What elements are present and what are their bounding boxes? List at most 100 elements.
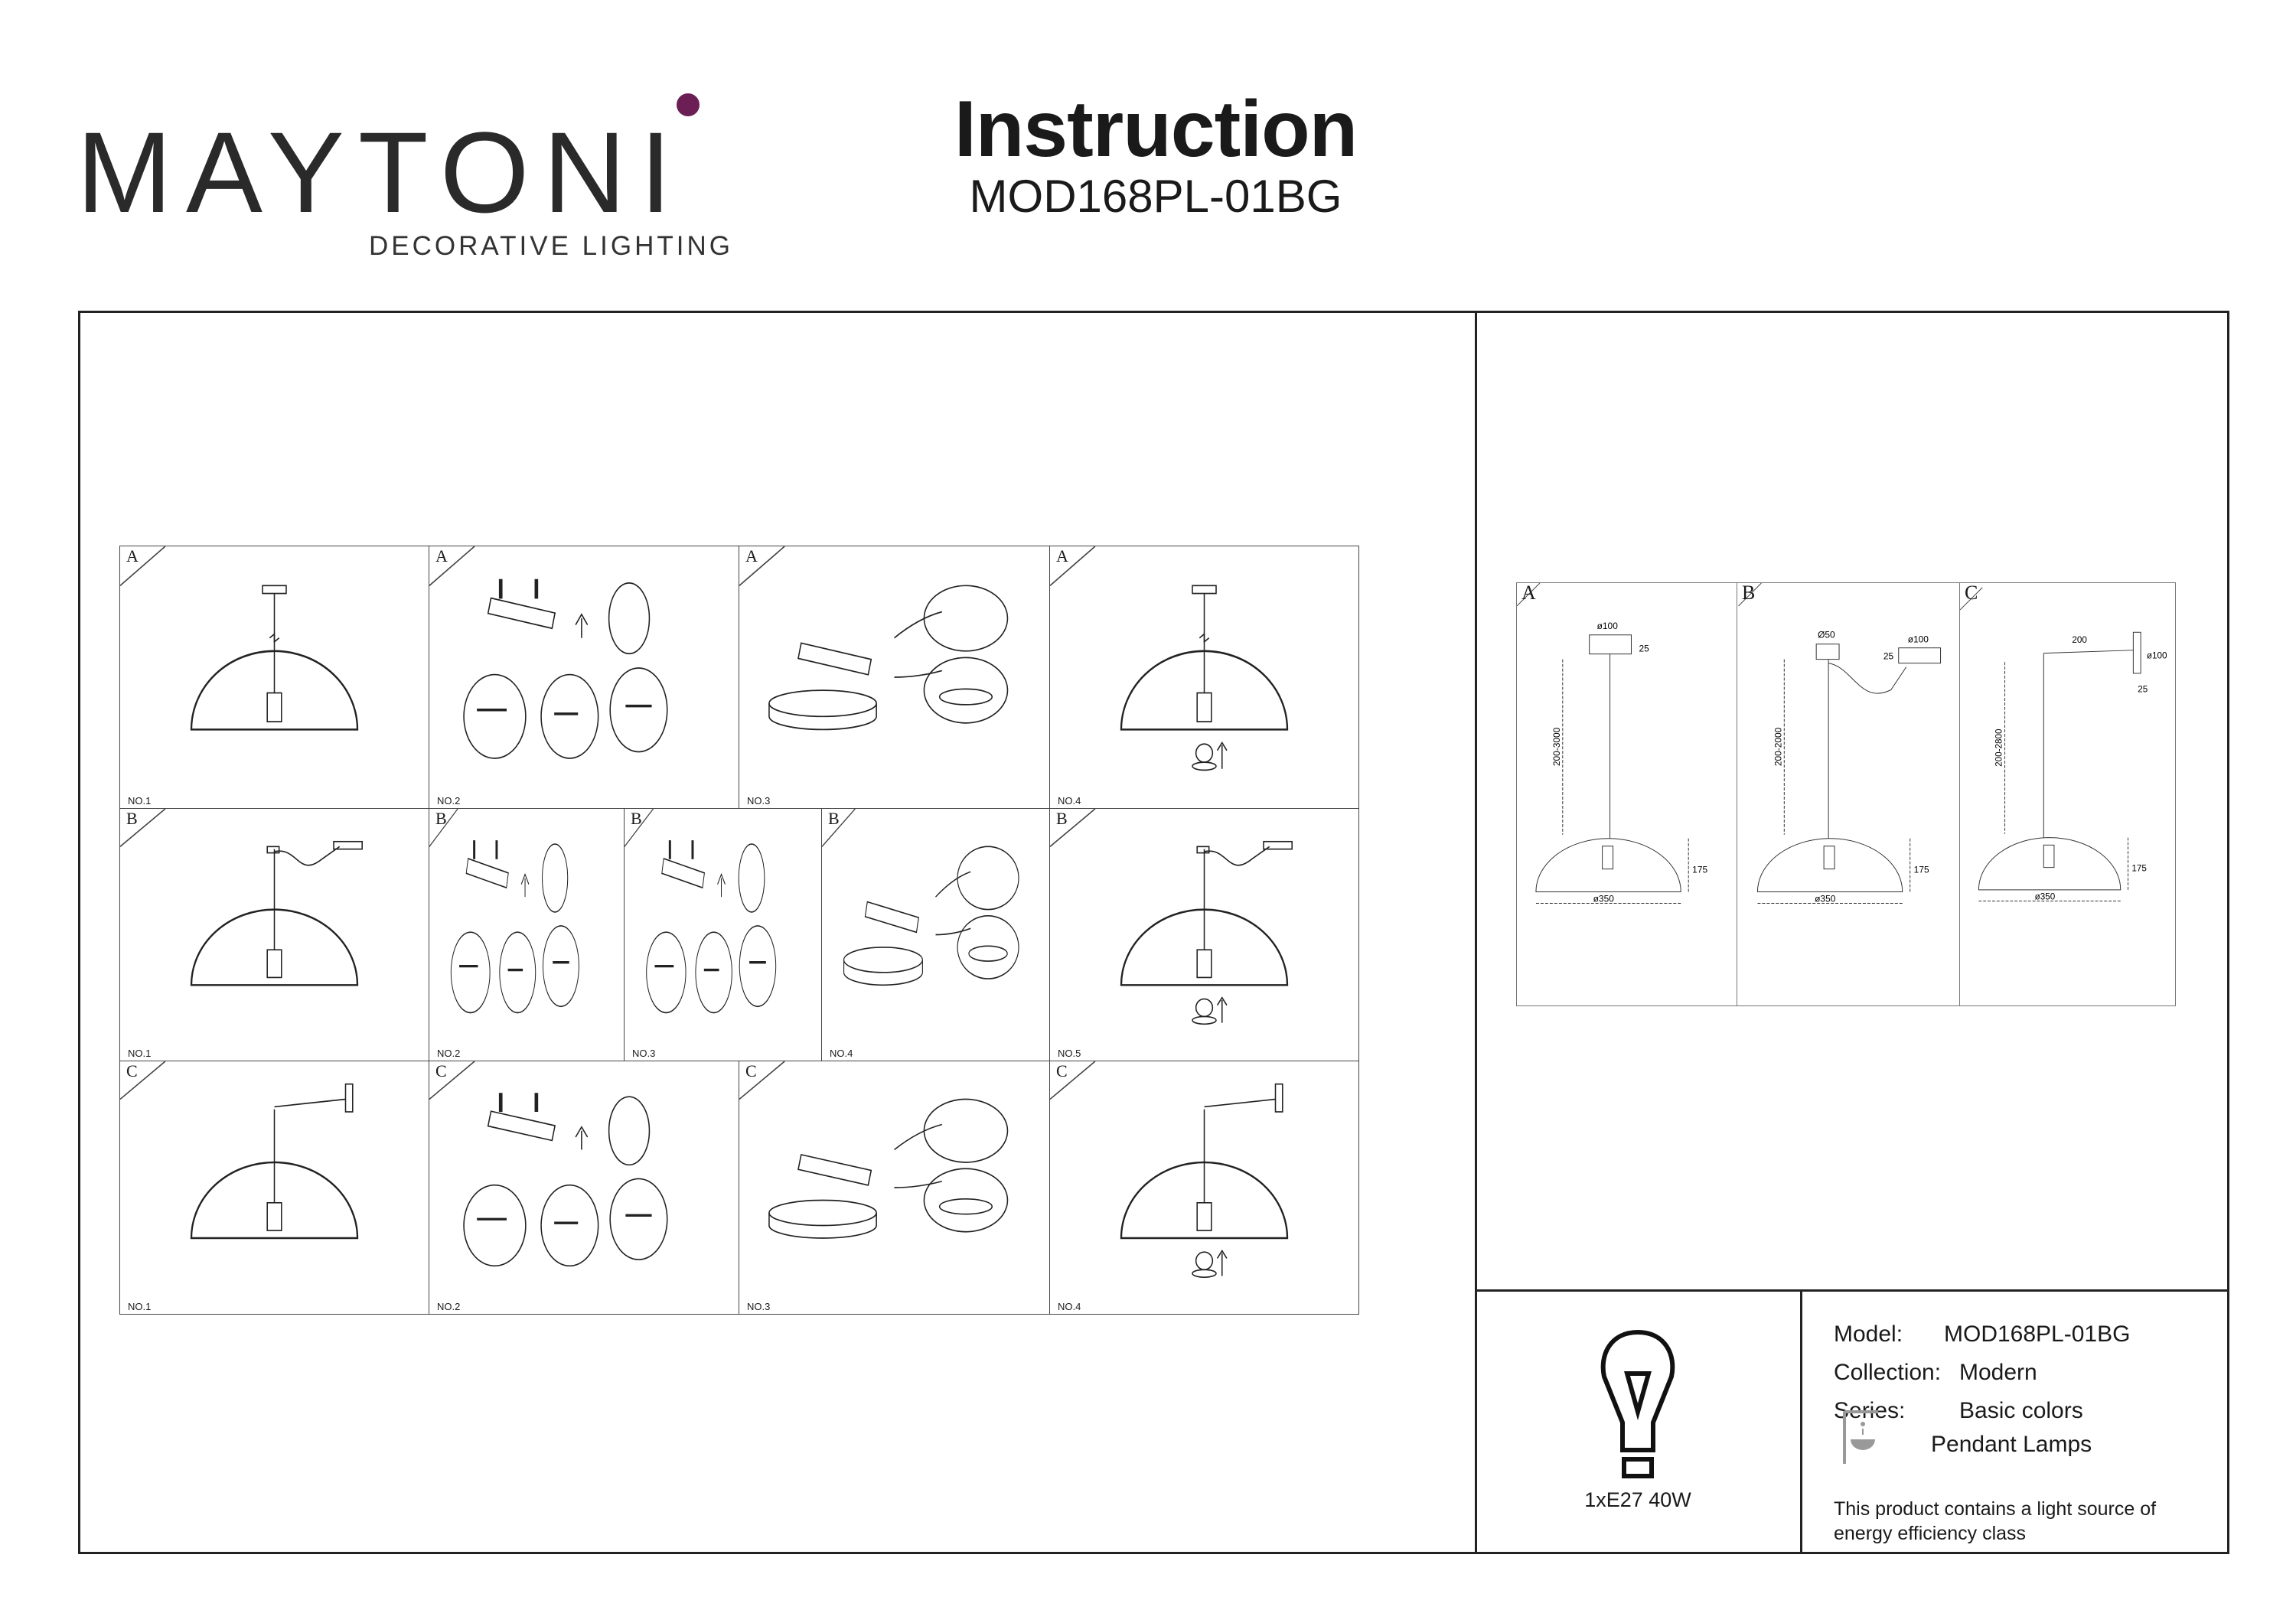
step-number: NO.4 <box>1058 1301 1081 1312</box>
detail-circle <box>540 673 599 759</box>
step-c-2: C NO.2 <box>429 1061 739 1315</box>
step-a-4: A NO.4 <box>1049 546 1359 809</box>
step-number: NO.1 <box>128 1048 152 1059</box>
variant-letter: B <box>1742 582 1756 604</box>
bulb-spec: 1xE27 40W <box>1584 1488 1691 1511</box>
detail-circle <box>957 846 1019 911</box>
step-c-1: C NO.1 <box>119 1061 429 1315</box>
detail-circle <box>499 931 536 1014</box>
step-number: NO.1 <box>128 795 152 807</box>
detail-circle <box>957 915 1019 979</box>
step-illustration <box>739 546 1009 731</box>
variant-letter: B <box>1056 809 1068 828</box>
step-number: NO.2 <box>437 795 461 807</box>
shade <box>1120 908 1289 986</box>
step-illustration <box>120 1061 359 1240</box>
collection-value: Modern <box>1959 1360 2037 1385</box>
step-c-3: C NO.3 <box>739 1061 1050 1315</box>
detail-circle <box>450 931 491 1014</box>
model-value: MOD168PL-01BG <box>1944 1322 2131 1347</box>
detail-circle <box>608 1096 651 1166</box>
step-illustration <box>429 809 579 1014</box>
step-number: NO.3 <box>747 1301 771 1312</box>
shade-diameter: ø350 <box>1593 893 1615 904</box>
logo-dot <box>677 93 700 116</box>
shade <box>1120 1161 1289 1240</box>
shade <box>190 1161 359 1240</box>
main-frame <box>78 311 2229 1554</box>
bracket <box>661 840 726 898</box>
energy-note-line1: This product contains a light source of <box>1834 1498 2157 1520</box>
step-a-2: A NO.2 <box>429 546 739 809</box>
canopy-base <box>768 1199 877 1227</box>
page-title: Instruction <box>954 85 1358 174</box>
series-value: Basic colors <box>1959 1398 2083 1423</box>
step-number: NO.5 <box>1058 1048 1081 1059</box>
step-a-3: A NO.3 <box>739 546 1050 809</box>
canopy-base <box>843 947 923 973</box>
shade-height: 175 <box>1692 865 1707 875</box>
drop-length: 200-3000 <box>1551 727 1562 766</box>
detail-circle <box>608 582 651 655</box>
detail-circle <box>923 657 1009 724</box>
step-number: NO.1 <box>128 1301 152 1312</box>
step-b-3: B NO.3 <box>624 808 822 1061</box>
variant-letter: C <box>745 1061 757 1080</box>
variant-letter: B <box>828 809 840 828</box>
detail-circle <box>923 585 1009 652</box>
step-illustration <box>1050 546 1289 771</box>
variant-letter: B <box>435 809 447 828</box>
drop-length: 200-2000 <box>1773 727 1783 766</box>
variant-letter: A <box>745 546 758 565</box>
shade-height: 175 <box>1914 865 1929 875</box>
variant-letter: A <box>1521 582 1536 604</box>
step-b-2: B NO.2 <box>429 808 625 1061</box>
bulb-arrow <box>1192 1250 1228 1278</box>
bulb-arrow <box>1192 996 1228 1025</box>
step-number: NO.2 <box>437 1048 461 1059</box>
step-illustration <box>1050 809 1293 1025</box>
variant-letter: C <box>126 1061 138 1080</box>
step-illustration <box>739 1061 1009 1239</box>
frame-divider-horizontal <box>1475 1289 2229 1292</box>
frame-divider-vertical <box>1475 311 1477 1554</box>
step-b-5: B NO.5 <box>1049 808 1359 1061</box>
variant-letter: C <box>1965 582 1978 604</box>
model-heading: MOD168PL-01BG <box>969 171 1342 222</box>
drop-length: 200-2800 <box>1994 728 2004 767</box>
info-divider <box>1800 1289 1802 1554</box>
variant-letter: A <box>126 546 139 565</box>
step-number: NO.2 <box>437 1301 461 1312</box>
detail-circle <box>540 1184 599 1267</box>
variant-letter: B <box>126 809 138 828</box>
step-number: NO.3 <box>632 1048 656 1059</box>
arm-length: 200 <box>2072 635 2087 645</box>
variant-letter: C <box>435 1061 447 1080</box>
detail-circle <box>923 1098 1009 1163</box>
shade <box>190 908 359 986</box>
shade <box>1120 650 1289 731</box>
shade <box>190 650 359 731</box>
step-illustration <box>1050 1061 1289 1278</box>
brand-logo: MAYTONI <box>77 108 686 236</box>
shade-height: 175 <box>2131 863 2147 873</box>
lamp-type: Pendant Lamps <box>1931 1432 2092 1457</box>
step-illustration <box>429 546 668 759</box>
variant-letter: B <box>631 809 642 828</box>
detail-circle <box>695 931 732 1014</box>
canopy-base <box>768 689 877 718</box>
detail-circle <box>738 843 765 913</box>
canopy-diameter: ø100 <box>2147 650 2167 660</box>
step-a-1: A NO.1 <box>119 546 429 809</box>
bulb-arrow <box>1192 741 1228 771</box>
step-number: NO.4 <box>1058 795 1081 807</box>
shade-diameter: ø350 <box>1815 893 1836 904</box>
step-number: NO.3 <box>747 795 771 807</box>
canopy-height: 25 <box>1639 644 1649 654</box>
bracket <box>487 578 589 638</box>
step-illustration <box>120 546 359 731</box>
